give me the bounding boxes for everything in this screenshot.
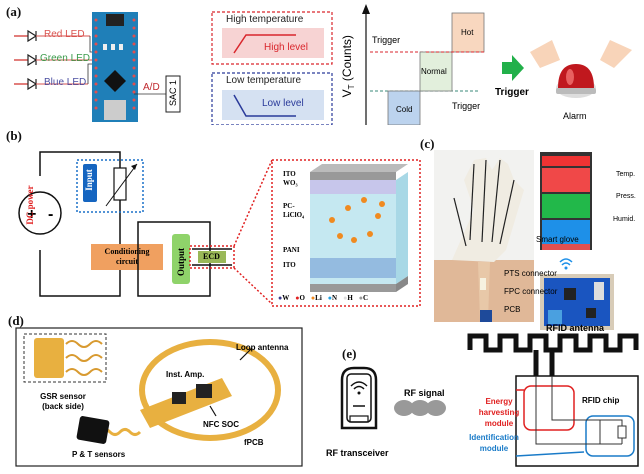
rfid-chip-box	[515, 375, 639, 467]
loop-antenna	[139, 339, 281, 441]
gsr-dashed-box	[23, 333, 107, 383]
panel-b-label: (b)	[6, 128, 22, 143]
input-label: Input	[84, 169, 94, 191]
panel-c-label: (c)	[420, 136, 435, 151]
panel-d-label: (d)	[8, 313, 24, 328]
high-level-curve	[233, 34, 296, 54]
rfid-chip-label: RFID chip	[582, 396, 620, 405]
y-axis-label: VT (Counts)	[339, 35, 357, 98]
pts-label: PTS connector	[504, 269, 557, 278]
wifi-icon	[559, 258, 573, 270]
trigger-arrow-label: Trigger	[495, 87, 529, 98]
ecd-label: ECD	[203, 252, 220, 261]
nfc-soc-chip	[196, 384, 212, 398]
pcb-small	[480, 310, 492, 322]
rf-signal-label: RF signal	[404, 388, 445, 398]
led-blue-label: Blue LED	[44, 77, 87, 88]
led-green	[14, 53, 96, 67]
sac-box	[165, 75, 181, 113]
panel-b-circuit: + -	[18, 151, 421, 307]
smart-glove-photo	[434, 150, 614, 330]
sac-label: SAC 1	[168, 80, 178, 107]
state-hot	[451, 12, 485, 53]
trigger-bottom-label: Trigger	[452, 101, 481, 111]
state-normal-label: Normal	[421, 67, 447, 76]
low-temp-box	[211, 72, 333, 125]
ecd-dashed-box	[189, 245, 235, 269]
nfc-soc-label: NFC SOC	[203, 420, 239, 429]
led-red-label: Red LED	[44, 29, 85, 40]
loop-antenna-label: Loop antenna	[236, 343, 289, 352]
dc-source-icon	[18, 191, 62, 235]
ecd-block	[198, 251, 226, 263]
ecd-zoom-box	[271, 159, 421, 307]
phone-screen	[540, 152, 592, 250]
gsr-label: GSR sensor(back side)	[40, 392, 86, 411]
high-temp-box	[211, 11, 333, 65]
low-level-label: Low level	[262, 98, 304, 109]
input-dashed-box	[76, 159, 144, 213]
legend-o: ●O	[295, 294, 305, 302]
low-temp-title: Low temperature	[226, 75, 302, 86]
pt-sensor-chip	[76, 416, 110, 444]
humid-label: Humid.	[613, 216, 636, 223]
glove-label: Smart glove	[536, 235, 579, 244]
rfid-antenna-trace	[467, 333, 639, 353]
input-block	[83, 164, 97, 202]
output-block	[172, 234, 190, 284]
press-label: Press.	[616, 193, 636, 200]
state-cold-label: Cold	[396, 105, 413, 114]
led-green-label: Green LED	[40, 53, 91, 64]
temp-label: Temp.	[616, 171, 636, 178]
trigger-arrow-icon	[502, 55, 524, 81]
pcb-label: PCB	[504, 305, 521, 314]
rf-transceiver-icon	[340, 366, 378, 430]
legend-h: ●H	[343, 294, 353, 302]
rfid-antenna-label: RFID antenna	[546, 323, 605, 333]
panel-a-label: (a)	[6, 4, 22, 19]
fpcb-label: fPCB	[244, 438, 264, 447]
layer-labels: ITO WO₃ PC- LiClO₄ PANI ITO	[283, 170, 305, 269]
atom-legend: ●W ●O ●Li ●N ●H ●C	[278, 294, 368, 302]
gsr-sensor	[34, 338, 64, 378]
state-hot-label: Hot	[461, 28, 474, 37]
panel-d-device	[15, 327, 303, 467]
panel-e-label: (e)	[342, 346, 357, 361]
low-level-curve	[233, 94, 296, 117]
trigger-top-label: Trigger	[372, 35, 401, 45]
legend-w: ●W	[278, 294, 290, 302]
led-blue	[14, 63, 96, 91]
panel-a-diagram	[14, 4, 632, 125]
svg-text:-: -	[48, 206, 53, 223]
ecd-structure-illustration	[310, 164, 408, 292]
pt-sensors-label: P & T sensors	[72, 450, 126, 459]
identification-box	[585, 415, 635, 457]
high-level-label: High level	[264, 42, 308, 53]
variable-resistor-icon	[113, 167, 127, 201]
dc-power-label: DC power	[25, 185, 35, 225]
inst-amp-chip	[172, 392, 186, 404]
alarm-icon	[530, 40, 632, 98]
output-label: Output	[176, 248, 186, 277]
conditioning-circuit-block	[91, 244, 163, 270]
ad-label: A/D	[143, 82, 160, 93]
arduino-board	[92, 12, 138, 122]
rf-signal-icon	[394, 400, 446, 416]
alarm-label: Alarm	[563, 111, 587, 121]
rf-transceiver-label: RF transceiver	[326, 448, 389, 458]
legend-li: ●Li	[310, 294, 322, 302]
panel-e-rfid	[340, 333, 639, 467]
pcb-board-photo	[540, 274, 614, 330]
energy-harvesting-box	[523, 385, 575, 431]
svg-text:+: +	[27, 206, 36, 223]
legend-c: ●C	[358, 294, 369, 302]
inst-amp-label: Inst. Amp.	[166, 370, 205, 379]
high-temp-title: High temperature	[226, 14, 304, 25]
state-cold	[387, 90, 421, 125]
fpc-label: FPC connector	[504, 287, 558, 296]
legend-n: ●N	[327, 294, 338, 302]
